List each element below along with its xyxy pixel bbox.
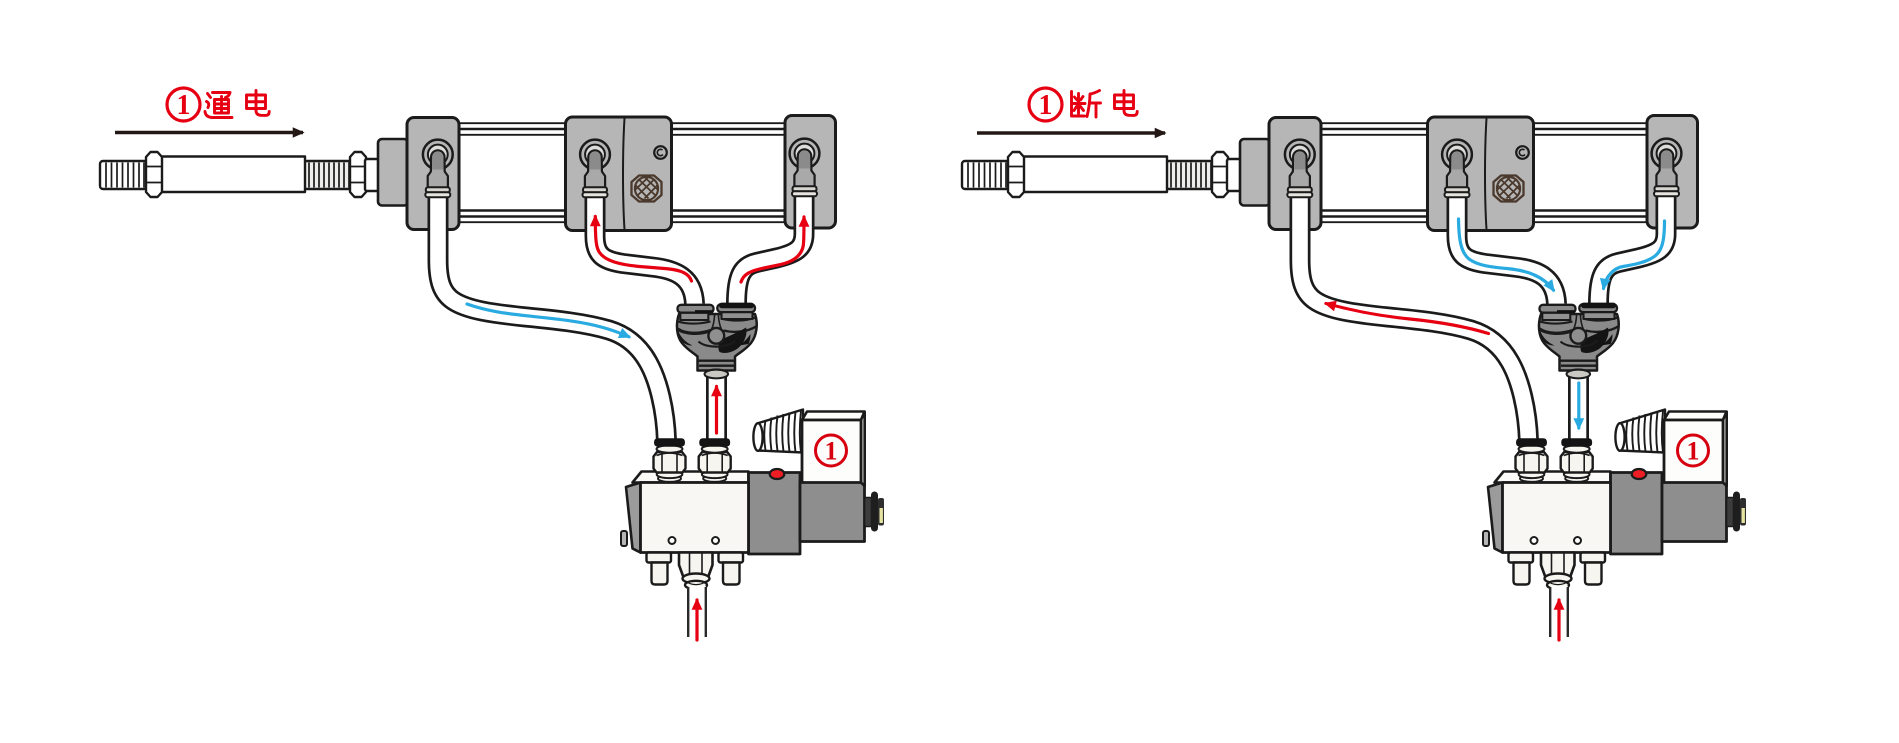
svg-text:1: 1 [1039,90,1053,121]
svg-text:1: 1 [177,90,191,121]
